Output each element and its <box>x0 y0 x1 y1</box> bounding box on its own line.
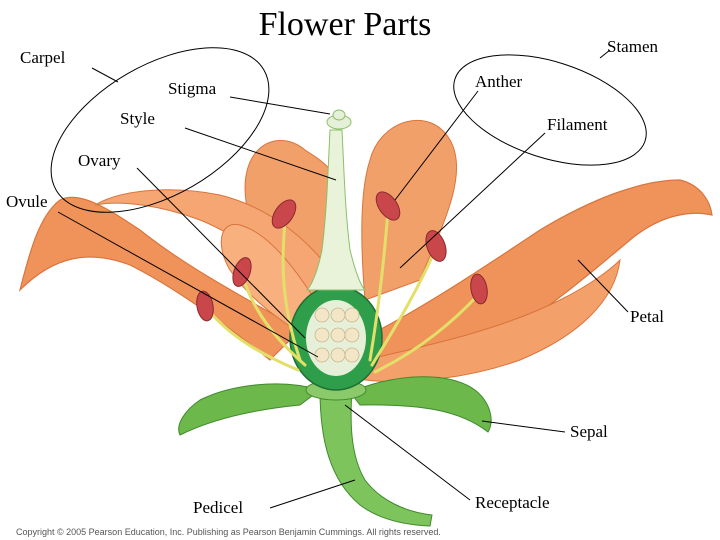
label-carpel: Carpel <box>20 48 66 67</box>
stigma-top <box>332 109 346 121</box>
label-filament: Filament <box>547 115 608 134</box>
label-style: Style <box>120 109 155 128</box>
label-stamen: Stamen <box>607 37 658 56</box>
line-style <box>184 127 337 181</box>
petal-left <box>18 196 301 361</box>
label-ovule: Ovule <box>6 192 48 211</box>
label-receptacle: Receptacle <box>475 493 550 512</box>
leader-lines <box>57 49 629 509</box>
label-ovary: Ovary <box>78 151 121 170</box>
ovules <box>314 307 360 363</box>
line-ovule <box>57 211 319 358</box>
line-filament <box>399 132 546 269</box>
sepal-left <box>178 383 322 436</box>
line-stamen <box>599 49 611 59</box>
label-petal: Petal <box>630 307 664 326</box>
page-title: Flower Parts <box>258 6 432 43</box>
label-pedicel: Pedicel <box>193 498 244 517</box>
line-stigma <box>229 96 331 115</box>
pedicel-stem <box>319 389 433 527</box>
style <box>305 129 367 291</box>
sepal-right <box>349 376 492 433</box>
line-pedicel <box>269 479 356 509</box>
stamen-group-ellipse <box>453 54 647 166</box>
anthers <box>196 191 488 322</box>
label-anther: Anther <box>475 72 523 91</box>
line-anther <box>394 90 479 201</box>
label-sepal: Sepal <box>570 422 608 441</box>
line-petal <box>577 259 629 313</box>
copyright-notice: Copyright © 2005 Pearson Education, Inc.… <box>16 527 441 537</box>
line-sepal <box>481 420 566 433</box>
line-receptacle <box>344 404 471 501</box>
petal-right-lower <box>364 258 621 383</box>
line-ovary <box>136 167 306 339</box>
line-carpel <box>91 67 119 83</box>
petal-front-left <box>220 223 316 341</box>
label-stigma: Stigma <box>168 79 217 98</box>
petal-back-right <box>361 119 458 301</box>
carpel-group-ellipse <box>50 47 270 213</box>
